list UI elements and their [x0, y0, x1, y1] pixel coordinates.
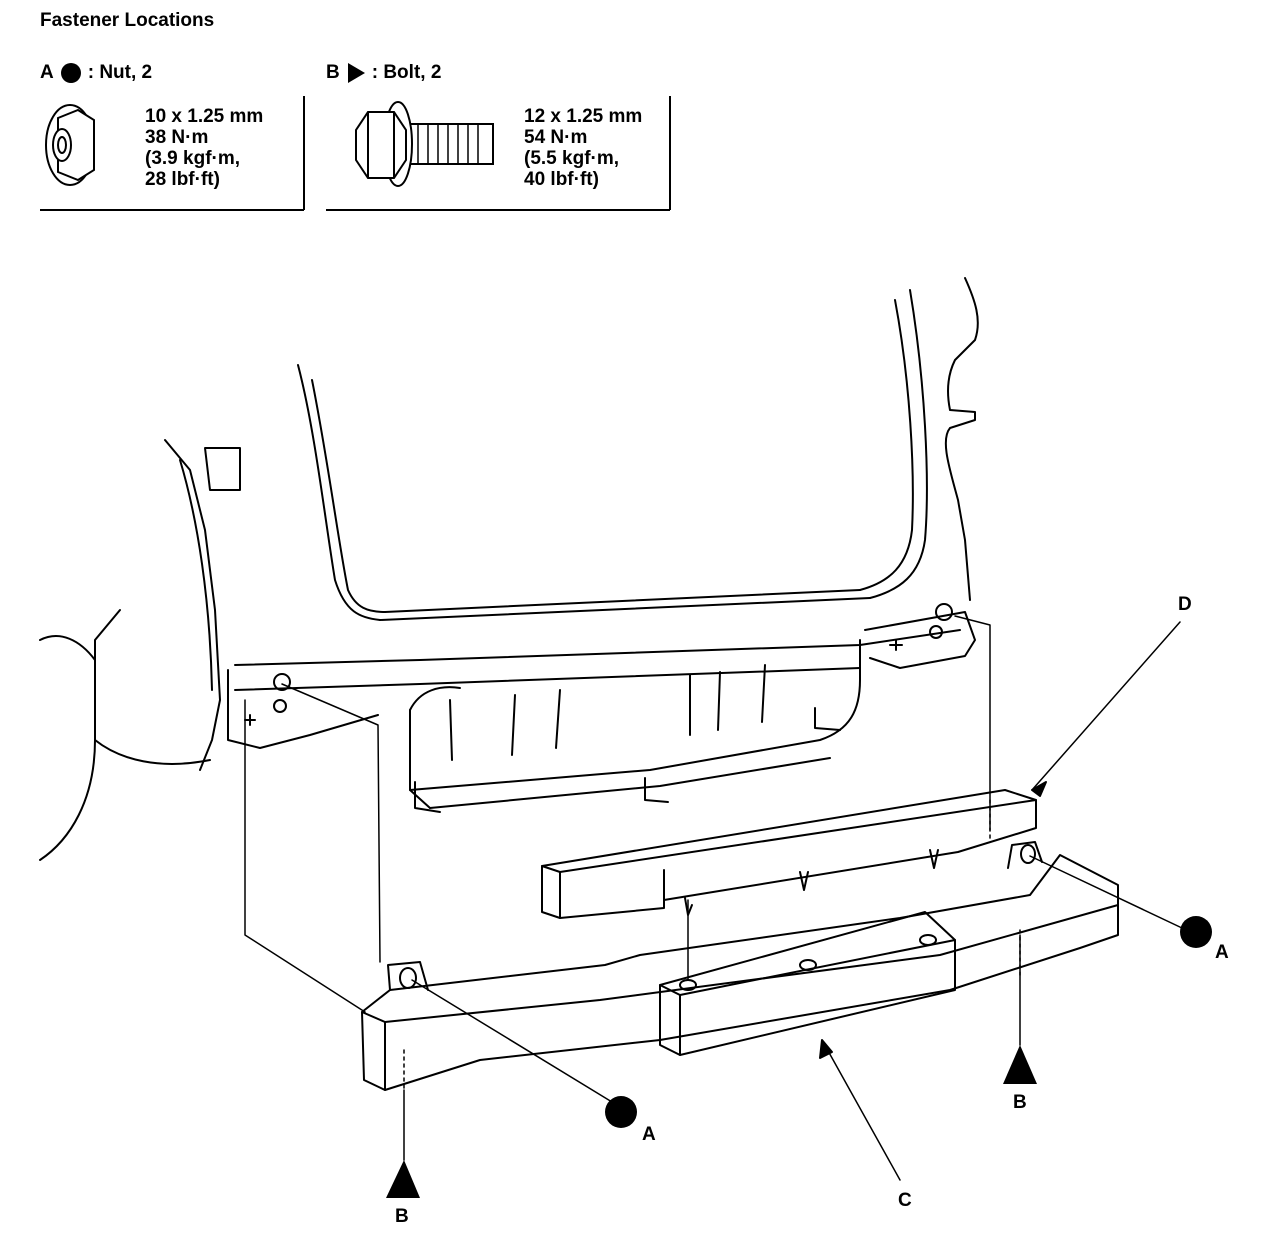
nut-marker-right: [1180, 916, 1212, 948]
fastener-panels: [40, 96, 671, 211]
callout-c: C: [898, 1190, 912, 1211]
callout-b-right: B: [1013, 1092, 1027, 1113]
page-title: Fastener Locations: [40, 10, 215, 31]
triangle-icon: [347, 63, 365, 83]
fastener-b-letter: B: [326, 62, 340, 83]
spec-line: 28 lbf·ft): [145, 169, 220, 190]
part-c-bar: [361, 841, 1119, 1091]
alignment-lines: [244, 615, 1183, 1181]
spec-line: 12 x 1.25 mm: [524, 106, 643, 127]
nut-marker-left: [605, 1096, 637, 1128]
bolt-marker-left: [386, 1160, 420, 1198]
callout-a-right: A: [1215, 942, 1229, 963]
spec-line: 10 x 1.25 mm: [145, 106, 264, 127]
spec-line: (3.9 kgf·m,: [145, 148, 241, 169]
part-d-beam: [541, 789, 1037, 919]
spec-line: (5.5 kgf·m,: [524, 148, 620, 169]
fastener-b-header: B : Bolt, 2: [326, 62, 441, 84]
callout-a-left: A: [642, 1124, 656, 1145]
fastener-b-label: : Bolt, 2: [371, 62, 442, 83]
spec-line: 54 N·m: [524, 127, 588, 148]
vehicle-body: [39, 277, 979, 861]
fastener-a-specs: 10 x 1.25 mm 38 N·m (3.9 kgf·m, 28 lbf·f…: [145, 106, 263, 190]
fastener-b-specs: 12 x 1.25 mm 54 N·m (5.5 kgf·m, 40 lbf·f…: [524, 106, 642, 190]
spec-line: 40 lbf·ft): [524, 169, 599, 190]
fastener-a-letter: A: [40, 62, 54, 83]
fastener-a-header: A : Nut, 2: [40, 62, 152, 84]
bolt-marker-right: [1003, 1045, 1037, 1084]
fastener-a-label: : Nut, 2: [87, 62, 153, 83]
spec-line: 38 N·m: [145, 127, 209, 148]
callout-b-left: B: [395, 1206, 409, 1227]
callout-d: D: [1178, 594, 1192, 615]
bolt-icon: [355, 101, 494, 187]
circle-icon: [60, 63, 81, 83]
nut-icon: [45, 104, 95, 186]
